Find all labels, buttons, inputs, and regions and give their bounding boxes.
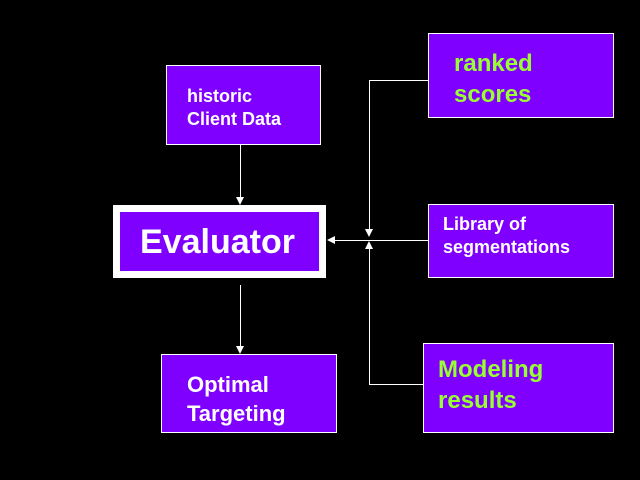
connector-modeling-horizontal xyxy=(369,384,423,385)
evaluator-box: Evaluator xyxy=(113,205,326,278)
evaluator-label: Evaluator xyxy=(120,212,319,271)
library-line2: segmentations xyxy=(443,237,571,258)
connector-historic-to-evaluator xyxy=(240,145,241,197)
historic-line1: historic xyxy=(187,86,253,106)
connector-ranked-vertical xyxy=(369,80,370,230)
arrowhead-up-junction xyxy=(365,241,373,249)
modeling-line1: Modeling xyxy=(438,356,544,383)
ranked-scores-box: ranked scores xyxy=(428,33,614,118)
historic-line2: Client Data xyxy=(187,109,282,130)
connector-library-to-evaluator xyxy=(335,240,428,241)
connector-modeling-vertical xyxy=(369,248,370,384)
ranked-line1: ranked xyxy=(454,50,533,77)
ranked-line2: scores xyxy=(454,81,532,109)
optimal-line1: Optimal xyxy=(187,372,269,397)
library-line1: Library of xyxy=(443,214,527,234)
arrowhead-down-junction xyxy=(365,229,373,237)
optimal-line2: Targeting xyxy=(187,400,286,426)
connector-ranked-horizontal xyxy=(369,80,428,81)
arrowhead-down-optimal xyxy=(236,346,244,354)
optimal-targeting-box: Optimal Targeting xyxy=(161,354,337,433)
modeling-results-box: Modeling results xyxy=(423,343,614,433)
connector-evaluator-to-optimal xyxy=(240,285,241,346)
historic-client-data-box: historic Client Data xyxy=(166,65,321,145)
arrowhead-left-evaluator xyxy=(327,236,335,244)
arrowhead-down-evaluator xyxy=(236,197,244,205)
library-of-segmentations-box: Library of segmentations xyxy=(428,204,614,278)
modeling-line2: results xyxy=(438,387,517,415)
